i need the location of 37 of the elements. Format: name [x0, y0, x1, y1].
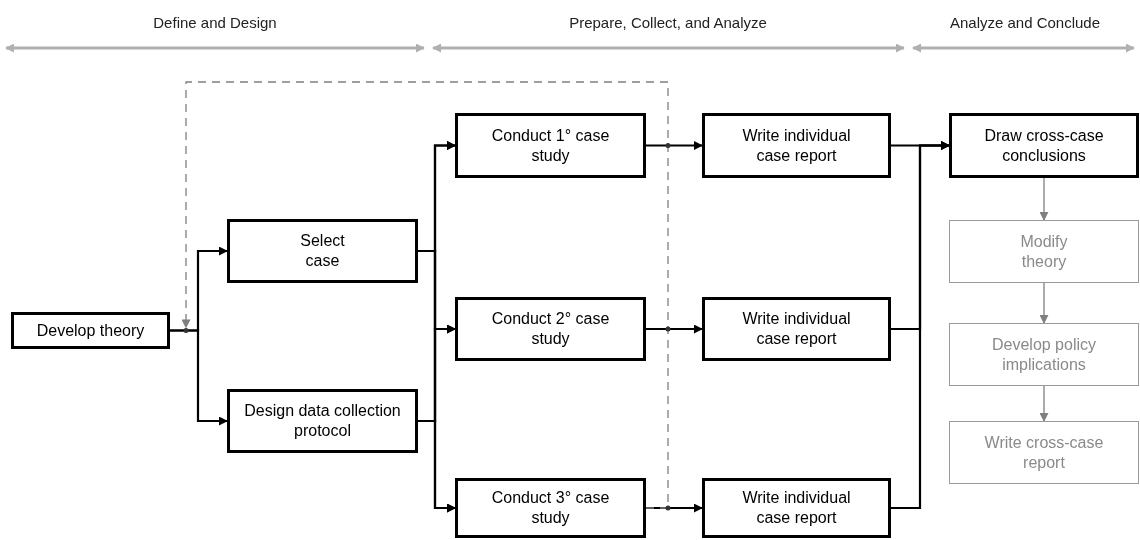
- process-box: [949, 421, 1139, 484]
- arrow: [1039, 177, 1049, 221]
- feedback-arrow: [181, 81, 669, 509]
- step-text: Write individual case report: [741, 488, 852, 528]
- process-box: [949, 220, 1139, 283]
- step-text: Select case: [299, 231, 346, 271]
- step-text: Develop policy implications: [990, 334, 1098, 375]
- step-text: Write cross-case report: [983, 432, 1105, 473]
- step-text: Conduct 3° case study: [490, 488, 611, 528]
- arrow: [646, 141, 703, 150]
- step-text: Write individual case report: [741, 309, 852, 349]
- process-box: [455, 113, 646, 178]
- phase-label: Prepare, Collect, and Analyze: [569, 14, 767, 31]
- process-box: [702, 113, 891, 178]
- process-box: [702, 478, 891, 538]
- phase-label: Define and Design: [153, 14, 277, 31]
- process-box: [455, 297, 646, 361]
- step-text: Conduct 2° case study: [490, 309, 611, 349]
- step-text: Modify theory: [1019, 231, 1069, 272]
- step-text: Draw cross-case conclusions: [983, 125, 1105, 166]
- step-text: Write individual case report: [741, 125, 852, 166]
- arrow: [646, 324, 703, 334]
- process-box: [227, 389, 418, 453]
- process-box: [949, 113, 1139, 178]
- process-box: [227, 219, 418, 283]
- phase-label: Analyze and Conclude: [949, 14, 1101, 31]
- process-box: [949, 323, 1139, 386]
- arrow: [1039, 282, 1049, 324]
- process-box: [702, 297, 891, 361]
- process-box: [11, 312, 170, 349]
- process-box: [455, 478, 646, 538]
- step-text: Design data collection protocol: [243, 401, 402, 441]
- step-text: Conduct 1° case study: [490, 125, 611, 166]
- arrow: [170, 329, 228, 426]
- step-text: Develop theory: [35, 320, 146, 341]
- arrow: [1039, 385, 1049, 422]
- arrow: [891, 141, 950, 510]
